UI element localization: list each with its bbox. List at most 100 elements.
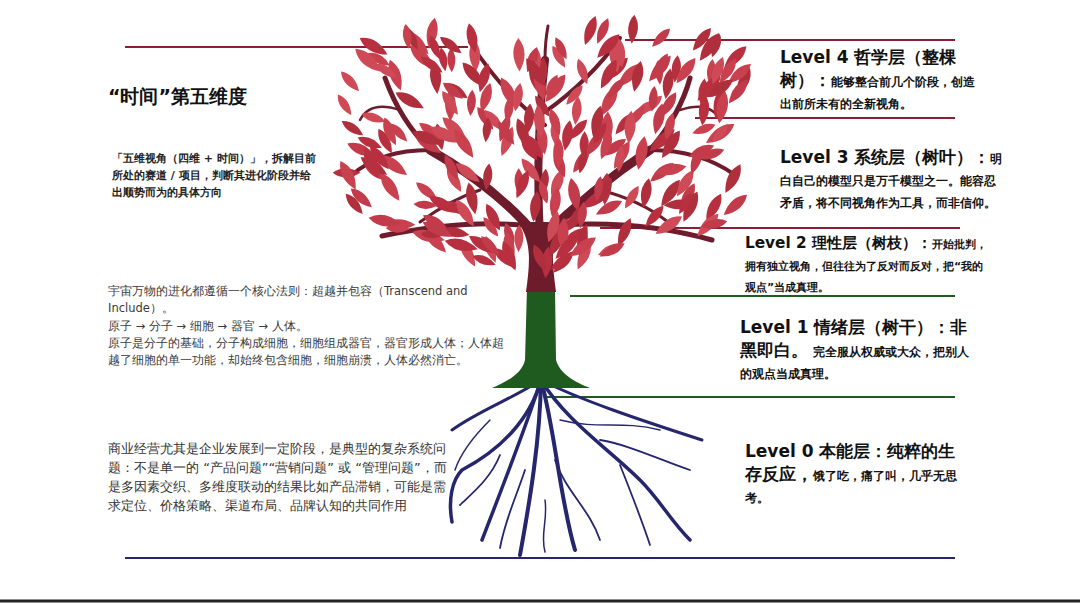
text-group: 商业经营尤其是企业发展到一定阶段，是典型的复杂系统问题：不是单一的 “产品问题”…	[108, 440, 448, 515]
leaf	[621, 184, 642, 211]
leaf	[552, 231, 582, 262]
leaf	[413, 200, 438, 210]
body-text: 商业经营尤其是企业发展到一定阶段，是典型的复杂系统问题：不是单一的 “产品问题”…	[108, 440, 448, 515]
leaf	[563, 83, 586, 108]
leaf	[523, 103, 535, 134]
text-group: Level 0 本能层：纯粹的生存反应，饿了吃，痛了叫，几乎无思考。	[745, 440, 965, 507]
leaf	[700, 217, 729, 231]
leaf	[720, 191, 750, 219]
leaf	[471, 252, 497, 269]
branches	[352, 26, 735, 292]
leaf	[661, 112, 677, 142]
root	[482, 380, 541, 540]
leaf	[529, 243, 550, 274]
leaf	[691, 121, 717, 137]
body-text: 原子是分子的基础，分子构成细胞，细胞组成器官，器官形成人体；人体超越了细胞的单一…	[108, 335, 508, 370]
leaf	[597, 239, 626, 260]
root	[600, 440, 690, 470]
leaf	[438, 88, 462, 117]
leaf	[627, 14, 639, 44]
level-heading: Level 1 情绪层（树干）：	[740, 317, 950, 337]
level-heading: Level 2 理性层（树枝）：	[745, 234, 932, 252]
leaf	[536, 179, 551, 205]
root	[455, 420, 490, 470]
leaf	[514, 225, 524, 253]
leaf	[574, 57, 592, 85]
leaf	[649, 26, 673, 50]
leaf	[623, 110, 637, 144]
leaf	[452, 197, 478, 229]
leaf	[592, 176, 604, 202]
leaf	[629, 60, 646, 93]
leaf	[576, 148, 590, 174]
leaf	[576, 201, 589, 229]
root	[541, 380, 690, 540]
leaf	[604, 76, 628, 101]
leaf	[703, 119, 738, 148]
leaf	[672, 55, 699, 87]
leaf	[510, 82, 525, 112]
guide-line	[570, 295, 955, 297]
leaves	[333, 14, 755, 279]
leaf	[357, 33, 390, 59]
leaf	[648, 85, 659, 112]
leaf	[336, 159, 361, 193]
text-group: 宇宙万物的进化都遵循一个核心法则：超越并包容（Transcend and Inc…	[108, 283, 508, 369]
leaf	[673, 167, 698, 199]
leaf	[342, 191, 366, 217]
section-heading: “时间”第五维度	[108, 84, 338, 110]
leaf	[368, 212, 403, 229]
text-group: Level 4 哲学层（整棵树）：能够整合前几个阶段，创造出前所未有的全新视角。	[780, 46, 975, 113]
trunk-lower	[492, 288, 590, 388]
leaf	[393, 88, 427, 113]
leaf	[400, 23, 421, 51]
root	[520, 380, 541, 555]
leaf	[334, 92, 354, 117]
leaf	[426, 34, 443, 61]
body-text: 宇宙万物的进化都遵循一个核心法则：超越并包容（Transcend and Inc…	[108, 283, 508, 318]
bottom-rule	[0, 600, 1080, 603]
leaf	[481, 117, 492, 143]
leaf	[552, 36, 570, 62]
leaf	[376, 170, 404, 204]
leaf	[482, 202, 504, 233]
branch	[545, 26, 548, 60]
leaf	[512, 169, 533, 201]
leaf	[475, 62, 493, 94]
guide-line	[545, 396, 955, 398]
text-group: 「五维视角（四维 + 时间）」，拆解目前所处的赛道 / 项目，判断其进化阶段并给…	[112, 150, 317, 201]
text-group: Level 1 情绪层（树干）：非黑即白。完全服从权威或大众，把别人的观点当成真…	[740, 316, 975, 383]
leaf	[638, 177, 654, 209]
leaf	[437, 33, 464, 56]
leaf	[687, 146, 705, 176]
guide-line	[125, 557, 955, 559]
leaf	[590, 120, 610, 145]
leaf	[410, 127, 445, 150]
leaf	[494, 119, 518, 148]
leaf	[381, 116, 399, 142]
root	[620, 465, 650, 545]
leaf	[593, 17, 612, 46]
leaf	[360, 145, 384, 180]
leaf	[373, 60, 399, 81]
leaf	[464, 22, 480, 54]
leaf	[654, 161, 688, 178]
root	[500, 470, 525, 548]
leaf	[360, 110, 387, 126]
leaf	[418, 53, 445, 76]
level-heading: Level 3 系统层（树叶）：	[780, 147, 990, 167]
body-text: 原子 → 分子 → 细胞 → 器官 → 人体。	[108, 318, 508, 335]
leaf	[466, 89, 477, 116]
leaf	[566, 116, 591, 142]
root	[560, 420, 660, 430]
leaf	[709, 121, 730, 145]
leaf	[356, 133, 384, 151]
root	[543, 500, 545, 552]
roots	[450, 380, 702, 555]
leaf	[716, 56, 740, 86]
leaf	[441, 153, 462, 183]
leaf	[338, 69, 363, 95]
leaf	[541, 71, 570, 105]
leaf	[518, 136, 538, 161]
